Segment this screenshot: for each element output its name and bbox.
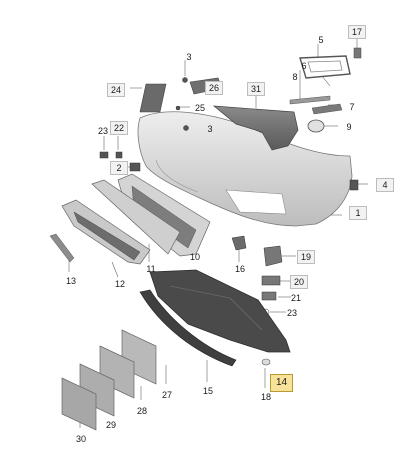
right-side-small-parts [261,245,283,316]
callout-part-11[interactable]: 11 [146,264,156,274]
trim-strip-lower [311,103,343,115]
callout-part-29[interactable]: 29 [106,420,117,430]
front-spoiler-lip [139,289,237,367]
callout-part-15[interactable]: 15 [203,386,214,396]
callout-part-24[interactable]: 24 [107,83,126,97]
lower-trim-mesh [73,211,141,261]
bumper-crease [155,159,199,193]
fog-light-frame-inner [307,60,343,73]
callout-part-22[interactable]: 22 [110,121,129,135]
callout-part-16[interactable]: 16 [235,264,246,274]
callout-part-20[interactable]: 20 [290,275,309,289]
callout-part-3-mid[interactable]: 3 [207,124,213,134]
callout-part-9[interactable]: 9 [346,122,352,132]
washer-part-18 [261,358,271,366]
callout-part-4[interactable]: 4 [376,178,394,192]
fasteners [99,77,359,191]
leader-lines [68,36,368,428]
callout-part-17[interactable]: 17 [348,25,367,39]
left-mount-bracket [139,83,167,113]
side-grille [91,179,181,255]
callout-part-3-top[interactable]: 3 [186,52,192,62]
callout-part-13[interactable]: 13 [66,276,77,286]
callout-part-18[interactable]: 18 [261,392,272,402]
callout-part-25[interactable]: 25 [195,103,206,113]
fog-light-frame [299,55,351,79]
callout-part-28[interactable]: 28 [137,406,148,416]
callout-part-8[interactable]: 8 [292,72,298,82]
callout-part-12[interactable]: 12 [115,279,126,289]
callout-part-14-highlighted[interactable]: 14 [270,374,294,392]
part-17-clip [353,47,362,59]
underbody-rib [169,285,263,331]
callout-part-26[interactable]: 26 [205,81,224,95]
bumper-support-bracket [212,105,299,151]
sensor-part-16 [231,235,247,251]
callout-part-23-right[interactable]: 23 [287,308,298,318]
callout-part-1[interactable]: 1 [349,206,367,220]
callout-part-31[interactable]: 31 [247,82,266,96]
callout-part-19[interactable]: 19 [297,250,316,264]
fog-light [307,119,325,133]
callout-part-5[interactable]: 5 [318,35,324,45]
underbody-panel [149,269,291,353]
callout-part-21[interactable]: 21 [291,293,302,303]
callout-part-23-left[interactable]: 23 [98,126,109,136]
callout-part-7[interactable]: 7 [349,102,355,112]
callout-part-2[interactable]: 2 [110,161,128,175]
plate-30 [61,377,97,431]
callout-part-30[interactable]: 30 [76,434,87,444]
bumper-right-intake [225,189,287,215]
callout-part-27[interactable]: 27 [162,390,173,400]
callout-part-10[interactable]: 10 [190,252,201,262]
side-bracket [49,233,75,263]
callout-part-6[interactable]: 6 [301,61,307,71]
trim-strip [289,95,331,105]
